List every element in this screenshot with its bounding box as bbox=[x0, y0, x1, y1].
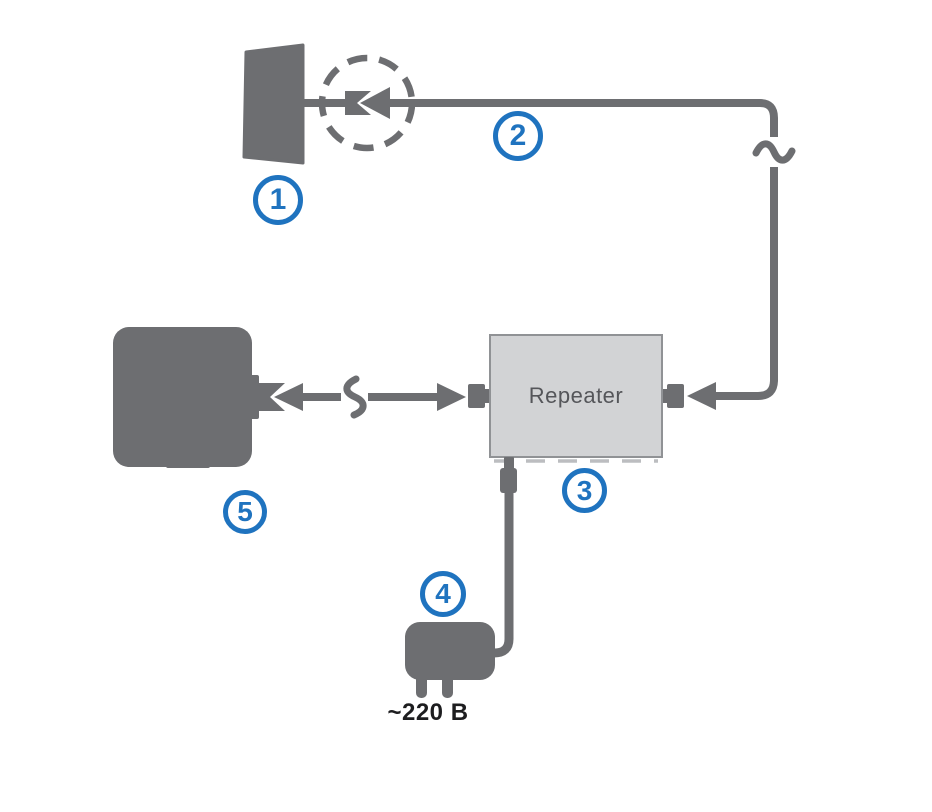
cable-break-tilde-icon bbox=[343, 375, 367, 419]
indoor-antenna-foot bbox=[166, 460, 210, 468]
callout-4-power-supply: 4 bbox=[420, 571, 466, 617]
repeater-label: Repeater bbox=[528, 383, 624, 408]
outdoor-cable-lower-segment bbox=[716, 167, 778, 400]
repeater-left-port-icon bbox=[468, 384, 492, 408]
female-connector-icon bbox=[345, 91, 371, 115]
male-connector-arrow-icon bbox=[360, 87, 390, 119]
female-connector-icon bbox=[259, 383, 285, 411]
indoor-antenna-icon bbox=[113, 327, 252, 467]
callout-3-number: 3 bbox=[576, 474, 593, 506]
voltage-label: ~220 В bbox=[387, 699, 469, 726]
callout-5-number: 5 bbox=[237, 496, 253, 527]
callout-2-outdoor-cable: 2 bbox=[493, 111, 543, 161]
cable-break-tilde-icon bbox=[752, 140, 796, 164]
adapter-body bbox=[405, 622, 495, 680]
power-cable bbox=[493, 492, 514, 658]
repeater-box-icon bbox=[489, 334, 663, 458]
cable-arrow-into-repeater-left-icon bbox=[437, 383, 466, 411]
power-adapter-icon bbox=[405, 622, 495, 698]
callout-2-number: 2 bbox=[509, 119, 527, 152]
callout-3-repeater: 3 bbox=[562, 468, 607, 513]
outdoor-antenna-icon bbox=[242, 43, 305, 165]
female-socket-plate bbox=[250, 375, 259, 419]
cable-arrow-into-indoor-antenna-icon bbox=[274, 383, 303, 411]
dc-power-plug-icon bbox=[500, 457, 517, 493]
callout-5-indoor-antenna: 5 bbox=[223, 490, 267, 534]
coax-connector-pair-icon bbox=[345, 87, 390, 119]
cable-arrow-into-repeater-icon bbox=[687, 382, 716, 410]
outdoor-cable-upper-segment bbox=[388, 99, 778, 137]
callout-1-outdoor-antenna: 1 bbox=[253, 175, 303, 225]
indoor-antenna-connector-icon bbox=[250, 375, 285, 419]
repeater-right-port-icon bbox=[660, 384, 684, 408]
callout-4-number: 4 bbox=[435, 578, 451, 609]
callout-1-number: 1 bbox=[269, 183, 287, 216]
